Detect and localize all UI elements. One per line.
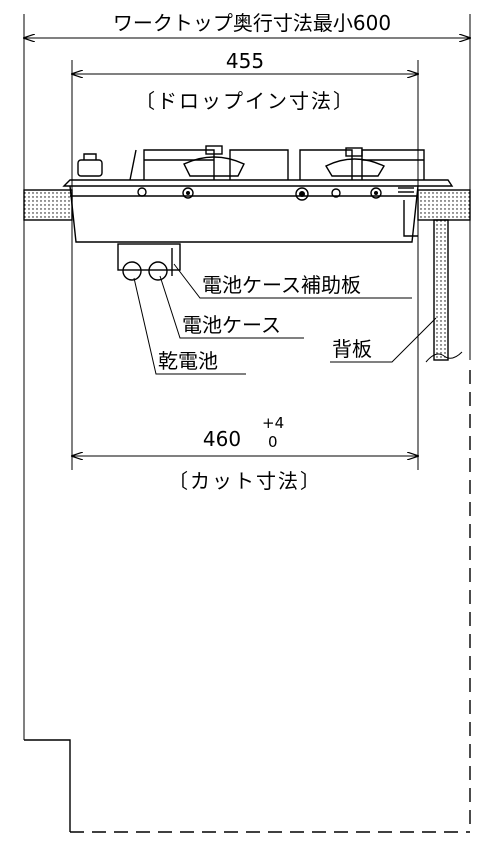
worktop-depth-label: ワークトップ奥行寸法最小600 [113,11,391,35]
cabinet-outline [24,370,471,833]
knob-2 [182,187,194,199]
dry-battery-left [122,261,142,281]
battery-case-assembly [117,243,181,281]
knob-4 [331,188,341,198]
callout-dry-battery: 乾電池 [158,349,218,373]
cooktop-body [62,145,454,243]
cut-dimension: 460 +4 0 〔カット寸法〕 [72,414,418,493]
knob-3 [295,187,309,201]
burner-right [325,158,386,177]
knob-1 [137,187,147,197]
cut-tolerance-lower: 0 [268,433,278,451]
worktop-left-section [23,189,73,221]
battery-case-shape [117,243,181,271]
worktop-depth-dimension: ワークトップ奥行寸法最小600 [24,11,470,740]
callout-back-panel: 背板 [332,337,372,361]
dropin-label: 〔ドロップイン寸法〕 [135,89,355,113]
callout-leaders [133,263,437,375]
cut-width-value: 460 [203,427,241,451]
callout-battery-case-plate: 電池ケース補助板 [202,273,361,297]
knob-5 [370,187,382,199]
callout-battery-case: 電池ケース [182,313,281,337]
dropin-dimension: 455 〔ドロップイン寸法〕 [72,49,418,470]
dropin-width-value: 455 [226,49,264,73]
burner-left [183,156,245,177]
cut-tolerance-upper: +4 [262,414,284,432]
dry-battery-right [148,261,168,281]
back-panel [425,219,463,363]
worktop-right-section [417,189,471,221]
cut-label: 〔カット寸法〕 [168,469,322,493]
